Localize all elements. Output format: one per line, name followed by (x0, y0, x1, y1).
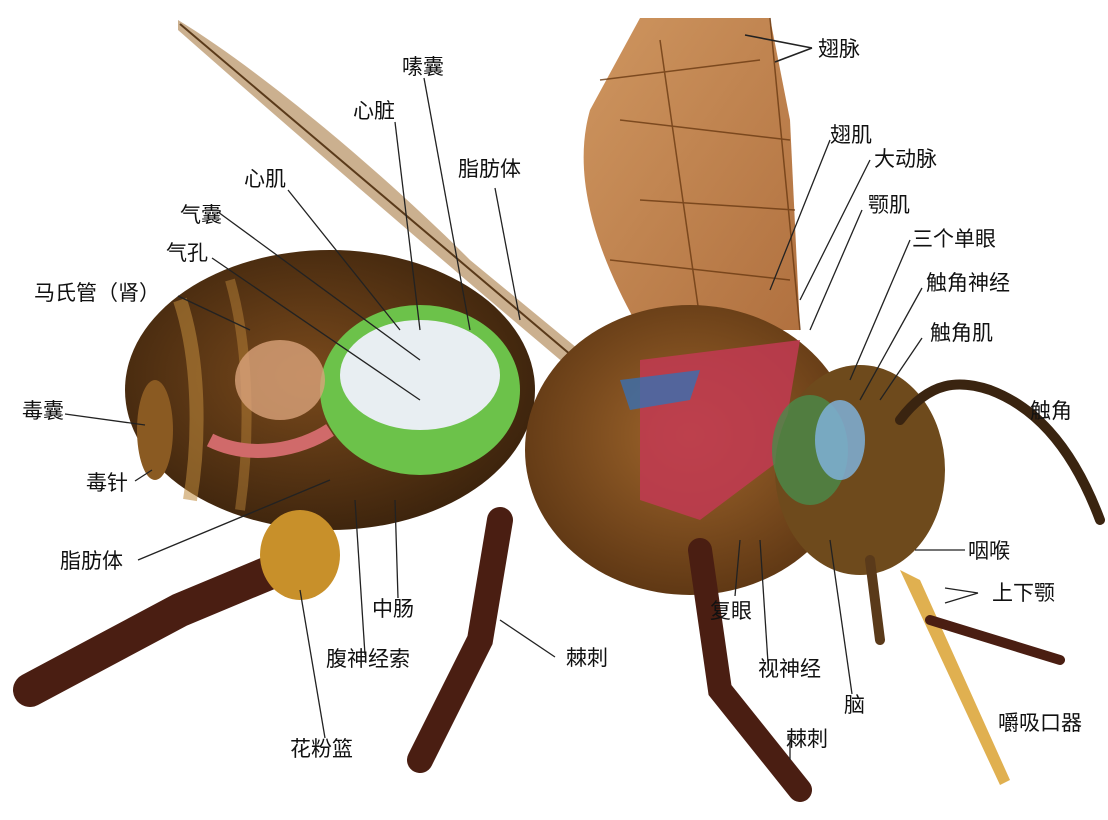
label-compound-eye: 复眼 (710, 599, 752, 623)
bee-illustration (30, 18, 1100, 790)
air-sac-organ (340, 320, 500, 430)
label-wing-muscle: 翅肌 (830, 123, 872, 147)
label-midgut: 中肠 (372, 597, 414, 621)
middle-leg (420, 520, 500, 760)
label-stinger: 毒针 (86, 471, 128, 495)
label-malpighian: 马氏管（肾） (34, 281, 160, 305)
label-ventral-nerve: 腹神经索 (326, 647, 410, 671)
label-proboscis: 嚼吸口器 (998, 711, 1082, 735)
label-brain: 脑 (844, 693, 865, 717)
label-optic-nerve: 视神经 (758, 657, 821, 681)
label-wing-veins: 翅脉 (818, 37, 860, 61)
label-fat-body-bottom: 脂肪体 (60, 549, 123, 573)
label-pharynx: 咽喉 (968, 539, 1010, 563)
label-jaw-muscle: 颚肌 (868, 193, 910, 217)
label-aorta: 大动脉 (874, 147, 937, 171)
label-spine-mid: 棘刺 (566, 646, 608, 670)
label-spine-front: 棘刺 (786, 727, 828, 751)
pollen-basket-shape (260, 510, 340, 600)
label-pollen-basket: 花粉篮 (290, 737, 353, 761)
label-heart-muscle: 心肌 (244, 167, 286, 191)
label-antenna: 触角 (1030, 399, 1072, 423)
label-venom-sac: 毒囊 (22, 399, 64, 423)
hind-leg (30, 560, 300, 690)
label-spiracle: 气孔 (166, 241, 208, 265)
label-antenna-muscle: 触角肌 (930, 321, 993, 345)
label-air-sac: 气囊 (180, 203, 222, 227)
label-fat-body-top: 脂肪体 (458, 157, 521, 181)
label-heart: 心脏 (353, 99, 395, 123)
label-honey-sac: 嗉囊 (402, 55, 444, 79)
label-ocelli: 三个单眼 (912, 227, 996, 251)
fore-wing (584, 18, 800, 330)
label-antenna-nerve: 触角神经 (926, 271, 1010, 295)
label-mandibles: 上下颚 (992, 581, 1055, 605)
